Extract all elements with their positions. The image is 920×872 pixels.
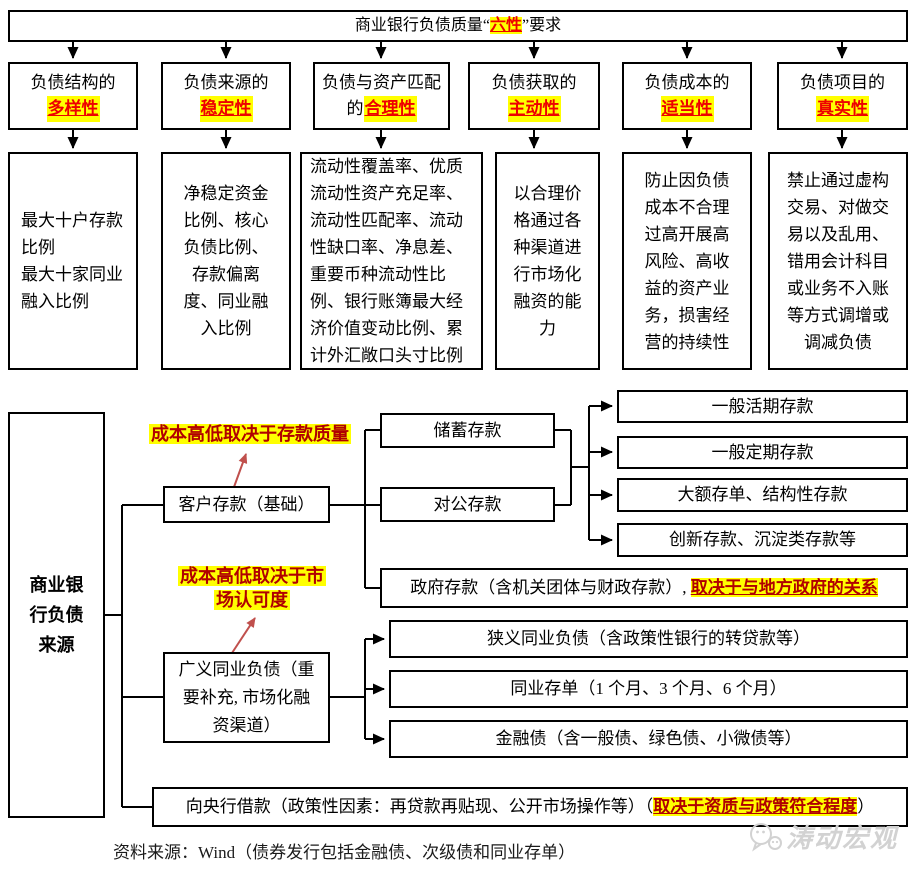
central-bank-borrowing-box: 向央行借款（政策性因素：再贷款再贴现、公开市场操作等）（取决于资质与政策符合程度…: [152, 787, 908, 827]
government-deposit-box: 政府存款（含机关团体与财政存款）, 取决于与地方政府的关系: [380, 568, 908, 608]
highlight-rationality: 合理性: [363, 96, 417, 122]
detail-box-rationality: 流动性覆盖率、优质流动性资产充足率、流动性匹配率、流动性缺口率、净息差、重要币种…: [300, 152, 483, 370]
deposit-type-cd-structured: 大额存单、结构性存款: [617, 478, 908, 512]
interbank-type-financial-bond: 金融债（含一般债、绿色债、小微债等）: [389, 720, 908, 758]
diagram-title-text: 商业银行负债质量“六性”要求: [354, 17, 562, 34]
savings-deposit-box: 储蓄存款: [380, 413, 555, 448]
note-deposit-quality: 成本高低取决于存款质量: [149, 424, 351, 444]
detail-box-stability: 净稳定资金比例、核心负债比例、存款偏离度、同业融入比例: [161, 152, 291, 370]
deposit-type-innovative: 创新存款、沉淀类存款等: [617, 523, 908, 557]
deposit-type-time: 一般定期存款: [617, 436, 908, 469]
watermark-text: 涛动宏观: [786, 824, 899, 853]
watermark: 涛动宏观: [748, 818, 898, 855]
detail-box-appropriateness: 防止因负债成本不合理过高开展高风险、高收益的资产业务，损害经营的持续性: [622, 152, 752, 370]
title-highlight: 六性: [489, 17, 522, 34]
corporate-deposit-box: 对公存款: [380, 487, 555, 522]
requirement-box-authenticity: 负债项目的真实性: [777, 62, 908, 130]
government-deposit-text: 政府存款（含机关团体与财政存款）, 取决于与地方政府的关系: [410, 578, 878, 597]
detail-box-authenticity: 禁止通过虚构交易、对做交易以及乱用、错用会计科目或业务不入账等方式调增或调减负债: [768, 152, 908, 370]
requirement-box-rationality: 负债与资产匹配的合理性: [313, 62, 450, 130]
interbank-liability-box: 广义同业负债（重要补充, 市场化融资渠道）: [163, 652, 330, 743]
requirement-box-initiative: 负债获取的主动性: [468, 62, 600, 130]
highlight-policy-qualification: 取决于资质与政策符合程度: [653, 797, 858, 816]
chat-bubbles-icon: [750, 822, 782, 852]
highlight-local-government-relation: 取决于与地方政府的关系: [690, 578, 878, 597]
deposit-type-demand: 一般活期存款: [617, 390, 908, 423]
diagram-title: 商业银行负债质量“六性”要求: [8, 10, 908, 42]
highlight-appropriateness: 适当性: [660, 96, 714, 122]
highlight-stability: 稳定性: [199, 96, 253, 122]
highlight-initiative: 主动性: [507, 96, 561, 122]
detail-box-initiative: 以合理价格通过各种渠道进行市场化融资的能力: [495, 152, 600, 370]
detail-box-diversity: 最大十户存款比例 最大十家同业融入比例: [8, 152, 138, 370]
requirement-box-diversity: 负债结构的多样性: [8, 62, 138, 130]
requirement-box-stability: 负债来源的稳定性: [161, 62, 291, 130]
data-source-note: 资料来源：Wind（债券发行包括金融债、次级债和同业存单）: [113, 843, 576, 862]
root-box-liability-sources: 商业银行负债来源: [8, 412, 105, 818]
highlight-authenticity: 真实性: [816, 96, 869, 122]
highlight-diversity: 多样性: [46, 96, 100, 122]
interbank-type-ncd: 同业存单（1 个月、3 个月、6 个月）: [389, 670, 908, 708]
note-market-recognition: 成本高低取决于市场认可度: [178, 566, 326, 610]
requirement-box-appropriateness: 负债成本的适当性: [622, 62, 752, 130]
customer-deposit-box: 客户存款（基础）: [163, 486, 330, 523]
interbank-type-narrow: 狭义同业负债（含政策性银行的转贷款等）: [389, 620, 908, 658]
central-bank-borrowing-text: 向央行借款（政策性因素：再贷款再贴现、公开市场操作等）（取决于资质与政策符合程度…: [185, 797, 875, 816]
